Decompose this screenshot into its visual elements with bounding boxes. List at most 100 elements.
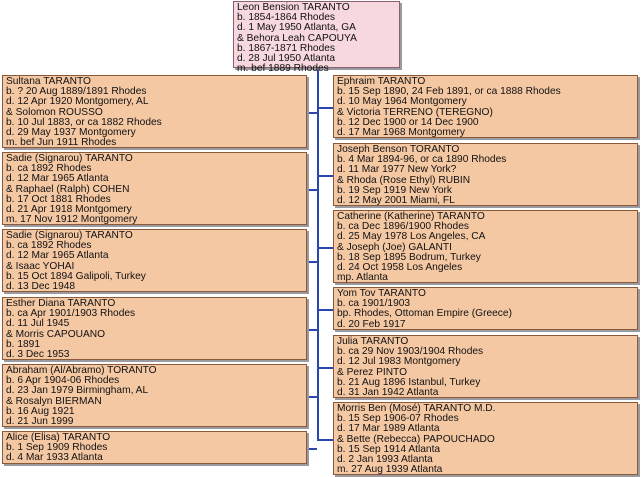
person-name: Yom Tov TARANTO [337, 288, 426, 299]
person-detail: b. ca Apr 1901/1903 Rhodes [6, 308, 136, 320]
person-detail: & Morris CAPOUANO [6, 328, 106, 340]
person-detail: b. ca Dec 1896/1900 Rhodes [337, 221, 469, 233]
person-detail: b. 15 Sep 1906-07 Rhodes [337, 413, 459, 425]
person-detail: d. 31 Jan 1942 Atlanta [337, 387, 439, 399]
person-detail: & Isaac YOHAI [6, 260, 75, 272]
person-detail: d. 25 May 1978 Los Angeles, CA [337, 231, 486, 243]
person-detail: b. ? 20 Aug 1889/1891 Rhodes [6, 86, 147, 98]
person-detail: d. 11 Mar 1977 New York? [337, 164, 457, 176]
person-detail: & Perez PINTO [337, 366, 408, 378]
person-detail: b. 17 Oct 1881 Rhodes [6, 193, 111, 205]
person-detail: d. 17 Mar 1989 Atlanta [337, 423, 440, 435]
person-detail: b. 1 Sep 1909 Rhodes [6, 442, 108, 454]
person-detail: b. ca 1901/1903 [337, 298, 411, 310]
person-name: Leon Bension TARANTO [237, 2, 350, 13]
connector-segment [317, 175, 333, 177]
person-name: Sadie (Signarou) TARANTO [6, 230, 133, 241]
person-detail: & Victoria TERRENO (TEREGNO) [337, 106, 493, 118]
person-detail: d. 2 Jan 1993 Atlanta [337, 454, 433, 466]
person-detail: b. ca 1892 Rhodes [6, 163, 92, 175]
person-detail: d. 3 Dec 1953 [6, 349, 70, 361]
person-detail: m. bef 1889 Rhodes [237, 63, 329, 75]
person-detail: b. 16 Aug 1921 [6, 405, 75, 417]
connector-segment [307, 329, 317, 331]
connector-segment [307, 261, 317, 263]
person-detail: b. 4 Mar 1894-96, or ca 1890 Rhodes [337, 154, 507, 166]
connector-segment [317, 309, 333, 311]
person-detail: & Joseph (Joe) GALANTI [337, 241, 452, 253]
person-detail: d. 12 Mar 1965 Atlanta [6, 250, 109, 262]
person-detail: d. 1 May 1950 Atlanta, GA [237, 22, 356, 34]
person-detail: b. 15 Oct 1894 Galipoli, Turkey [6, 270, 146, 282]
person-detail: b. 15 Sep 1914 Atlanta [337, 443, 441, 455]
person-detail: d. 21 Jun 1999 [6, 416, 74, 428]
person-detail: b. 6 Apr 1904-06 Rhodes [6, 375, 120, 387]
person-detail: b. ca 1892 Rhodes [6, 240, 92, 252]
person-detail: d. 12 May 2001 Miami, FL [337, 195, 455, 207]
person-detail: & Rhoda (Rose Ethyl) RUBIN [337, 174, 471, 186]
person-detail: mp. Atlanta [337, 272, 388, 284]
person-detail: d. 10 May 1964 Montgomery [337, 96, 467, 108]
person-name: Julia TARANTO [337, 336, 409, 347]
person-detail: b. 15 Sep 1890, 24 Feb 1891, or ca 1888 … [337, 86, 561, 98]
person-name: Joseph Benson TORANTO [337, 144, 460, 155]
person-name: Alice (Elisa) TARANTO [6, 432, 111, 443]
person-detail: b. 21 Aug 1896 Istanbul, Turkey [337, 376, 481, 388]
person-detail: d. 13 Dec 1948 [6, 281, 76, 293]
person-detail: b. 1867-1871 Rhodes [237, 42, 335, 54]
connector-segment [307, 448, 317, 450]
person-detail: b. 19 Sep 1919 New York [337, 184, 452, 196]
connector-segment [307, 396, 317, 398]
person-detail: d. 24 Oct 1958 Los Angeles [337, 262, 463, 274]
person-name: Esther Diana TARANTO [6, 298, 116, 309]
person-detail: & Solomon ROUSSO [6, 106, 103, 118]
connector-segment [317, 367, 333, 369]
connector-segment [317, 107, 333, 109]
person-detail: b. 1854-1864 Rhodes [237, 12, 335, 24]
person-detail: d. 17 Mar 1968 Montgomery [337, 127, 465, 139]
connector-segment [307, 189, 317, 191]
person-detail: d. 4 Mar 1933 Atlanta [6, 452, 103, 464]
person-detail: & Raphael (Ralph) COHEN [6, 183, 130, 195]
person-detail: & Behora Leah CAPOUYA [237, 32, 357, 44]
person-detail: d. 28 Jul 1950 Atlanta [237, 53, 335, 65]
connector-segment [317, 247, 333, 249]
connector-segment [317, 68, 319, 440]
child-box[interactable]: Morris Ben (Mosé) TARANTO M.D.b. 15 Sep … [333, 402, 638, 475]
person-detail: m. bef Jun 1911 Rhodes [6, 137, 117, 149]
person-detail: d. 12 Jul 1983 Montgomery [337, 356, 461, 368]
person-detail: d. 11 Jul 1945 [6, 318, 70, 330]
person-name: Abraham (Al/Abramo) TORANTO [6, 365, 157, 376]
person-name: Catherine (Katherine) TARANTO [337, 211, 485, 222]
person-detail: b. 12 Dec 1900 or 14 Dec 1900 [337, 116, 479, 128]
person-detail: m. 17 Nov 1912 Montgomery [6, 214, 138, 226]
person-detail: b. 18 Sep 1895 Bodrum, Turkey [337, 251, 481, 263]
connector-segment [307, 112, 317, 114]
person-name: Sadie (Signarou) TARANTO [6, 153, 133, 164]
person-detail: m. 27 Aug 1939 Atlanta [337, 464, 443, 476]
person-detail: d. 29 May 1937 Montgomery [6, 127, 136, 139]
person-detail: d. 23 Jan 1979 Birmingham, AL [6, 385, 149, 397]
person-detail: & Bette (Rebecca) PAPOUCHADO [337, 433, 495, 445]
person-detail: d. 12 Mar 1965 Atlanta [6, 173, 109, 185]
person-detail: b. 10 Jul 1883, or ca 1882 Rhodes [6, 116, 162, 128]
person-detail: d. 12 Apr 1920 Montgomery, AL [6, 96, 149, 108]
person-detail: & Rosalyn BIERMAN [6, 395, 102, 407]
person-name: Ephraim TARANTO [337, 76, 426, 87]
connector-segment [317, 439, 333, 441]
person-name: Sultana TARANTO [6, 76, 91, 87]
person-detail: bp. Rhodes, Ottoman Empire (Greece) [337, 308, 512, 320]
person-detail: d. 21 Apr 1918 Montgomery [6, 204, 132, 216]
